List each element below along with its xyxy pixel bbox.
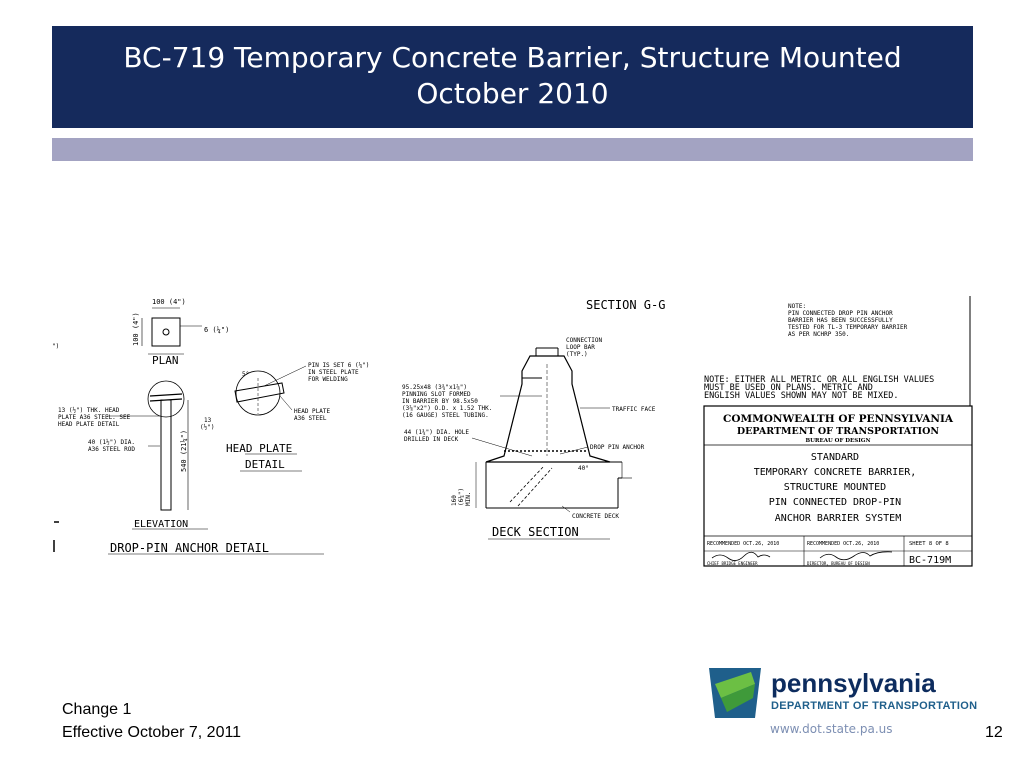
slide-title-bar: BC-719 Temporary Concrete Barrier, Struc…	[52, 26, 973, 128]
website-url[interactable]: www.dot.state.pa.us	[770, 722, 893, 736]
tb-bureau: BUREAU OF DESIGN	[805, 438, 870, 444]
section-title: SECTION G-G	[586, 298, 665, 312]
tb-department: DEPARTMENT OF TRANSPORTATION	[737, 426, 939, 437]
deck-depth-dim: 160 (6¼") MIN.	[451, 484, 472, 506]
director-signature	[819, 551, 893, 561]
head-plate-steel-note: HEAD PLATE A36 STEEL	[294, 408, 334, 422]
title-accent-bar	[52, 138, 973, 161]
tb-sheet: SHEET 8 OF 8	[909, 541, 949, 547]
page-number: 12	[985, 724, 1003, 741]
traffic-face-label: TRAFFIC FACE	[612, 406, 656, 413]
rod-note: 40 (1½") DIA. A36 STEEL ROD	[88, 439, 139, 453]
concrete-deck-label: CONCRETE DECK	[572, 513, 619, 520]
logo-state-name: pennsylvania	[771, 668, 936, 698]
drop-pin-anchor-label: DROP PIN ANCHOR	[590, 444, 645, 451]
slide-title: BC-719 Temporary Concrete Barrier, Struc…	[123, 41, 902, 74]
pennsylvania-keystone-logo-icon	[709, 668, 761, 718]
tb-director: DIRECTOR, BUREAU OF DESIGN	[807, 561, 870, 566]
pinning-slot-note: 95.25x48 (3¾"x1⅞") PINNING SLOT FORMED I…	[402, 384, 496, 419]
rod-length: 540 (21¼")	[180, 430, 188, 472]
head-plate-detail-label-1: HEAD PLATE	[226, 442, 292, 455]
tb-standard-title: STANDARD TEMPORARY CONCRETE BARRIER, STR…	[754, 452, 923, 524]
tb-recommended-1: RECOMMENDED OCT.26, 2010	[707, 541, 779, 547]
pin-note: PIN IS SET 6 (¼") IN STEEL PLATE FOR WEL…	[308, 362, 373, 383]
elevation-view: 540 (21¼") 13 (½") THK. HEAD PLATE A36 S…	[58, 380, 324, 555]
plan-dim-top: 100 (4")	[152, 298, 186, 306]
drop-pin-anchor-detail-title: DROP-PIN ANCHOR DETAIL	[110, 541, 269, 555]
hole-note: 44 (1¾") DIA. HOLE DRILLED IN DECK	[404, 429, 473, 443]
slide-subtitle-date: October 2010	[416, 77, 609, 110]
head-plate-detail: 5° PIN IS SET 6 (¼") IN STEEL PLATE FOR …	[200, 362, 373, 472]
plan-label: PLAN	[152, 354, 179, 367]
head-plate-detail-label-2: DETAIL	[245, 458, 285, 471]
deck-section-label: DECK SECTION	[492, 525, 579, 539]
head-plate-dim-13: 13 (½")	[200, 417, 215, 431]
elevation-label: ELEVATION	[134, 519, 188, 530]
connection-loop-note: CONNECTION LOOP BAR (TYP.)	[566, 337, 606, 358]
plan-dim-6: 6 (¼")	[204, 326, 229, 334]
left-margin-mark: ")	[52, 343, 59, 350]
footer-change: Change 1	[62, 701, 132, 718]
tb-recommended-2: RECOMMENDED OCT.26, 2010	[807, 541, 879, 547]
title-block: COMMONWEALTH OF PENNSYLVANIA DEPARTMENT …	[703, 405, 973, 567]
angle-5: 5°	[242, 371, 249, 378]
tb-commonwealth: COMMONWEALTH OF PENNSYLVANIA	[723, 413, 954, 425]
head-plate-note: 13 (½") THK. HEAD PLATE A36 STEEL. SEE H…	[58, 407, 134, 428]
chief-signature	[711, 551, 771, 561]
plan-dim-side: 100 (4")	[132, 312, 140, 346]
crash-test-note: NOTE: PIN CONNECTED DROP PIN ANCHOR BARR…	[788, 303, 911, 338]
footer-effective-date: Effective October 7, 2011	[62, 724, 242, 741]
units-note: NOTE: EITHER ALL METRIC OR ALL ENGLISH V…	[704, 375, 939, 401]
logo-department: DEPARTMENT OF TRANSPORTATION	[771, 700, 978, 712]
tb-drawing-number: BC-719M	[909, 555, 951, 566]
angle-40: 40°	[578, 465, 589, 472]
tb-chief: CHIEF BRIDGE ENGINEER	[707, 561, 758, 566]
engineering-drawing: ") 100 (4") 100 (4") 6 (¼") PLAN 540 (21…	[52, 296, 973, 567]
deck-section-view: SECTION G-G CONNECTION LOOP BAR (TYP.) 9…	[402, 298, 665, 540]
plan-view: 100 (4") 100 (4") 6 (¼") PLAN	[132, 298, 229, 367]
